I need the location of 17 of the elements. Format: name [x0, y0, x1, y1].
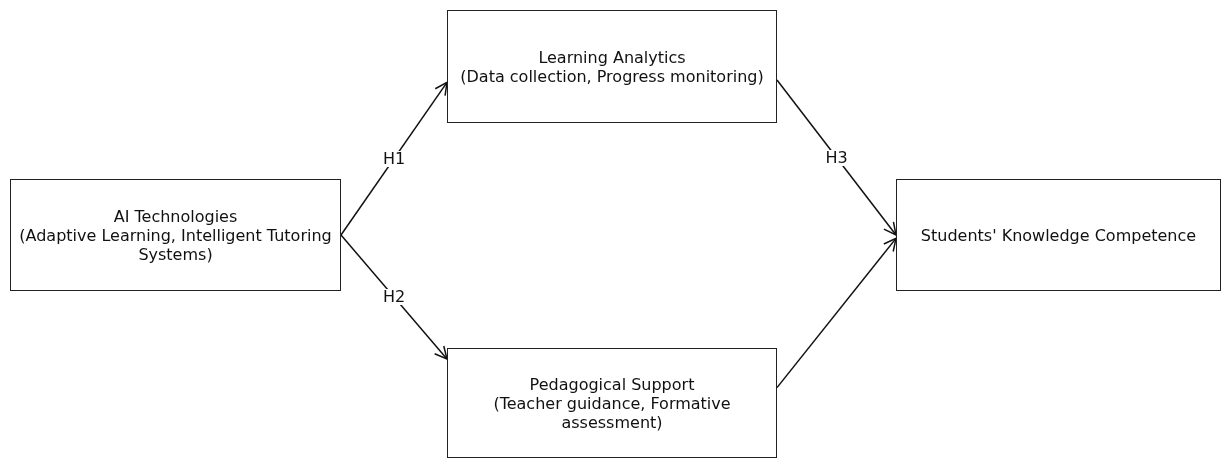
- node-title: Learning Analytics: [538, 47, 686, 67]
- node-title: AI Technologies: [113, 206, 238, 226]
- process-box: [10, 179, 341, 291]
- edge-label: H3: [824, 149, 849, 166]
- node-title: Students' Knowledge Competence: [920, 225, 1197, 245]
- arrow: [776, 237, 897, 389]
- node-text: (Data collection, Progress monitoring): [460, 66, 764, 86]
- edge-label: H2: [381, 289, 407, 305]
- arrow: [340, 81, 448, 236]
- arrow: [776, 79, 897, 236]
- node-title: Pedagogical Support: [529, 374, 695, 394]
- edge-label: H1: [381, 150, 407, 167]
- process-box: [447, 10, 777, 123]
- process-box: [447, 348, 777, 458]
- process-box: [896, 179, 1221, 291]
- node-text: (Teacher guidance, Formative assessment): [492, 393, 732, 432]
- node-text: (Adaptive Learning, Intelligent Tutoring Systems): [18, 225, 333, 264]
